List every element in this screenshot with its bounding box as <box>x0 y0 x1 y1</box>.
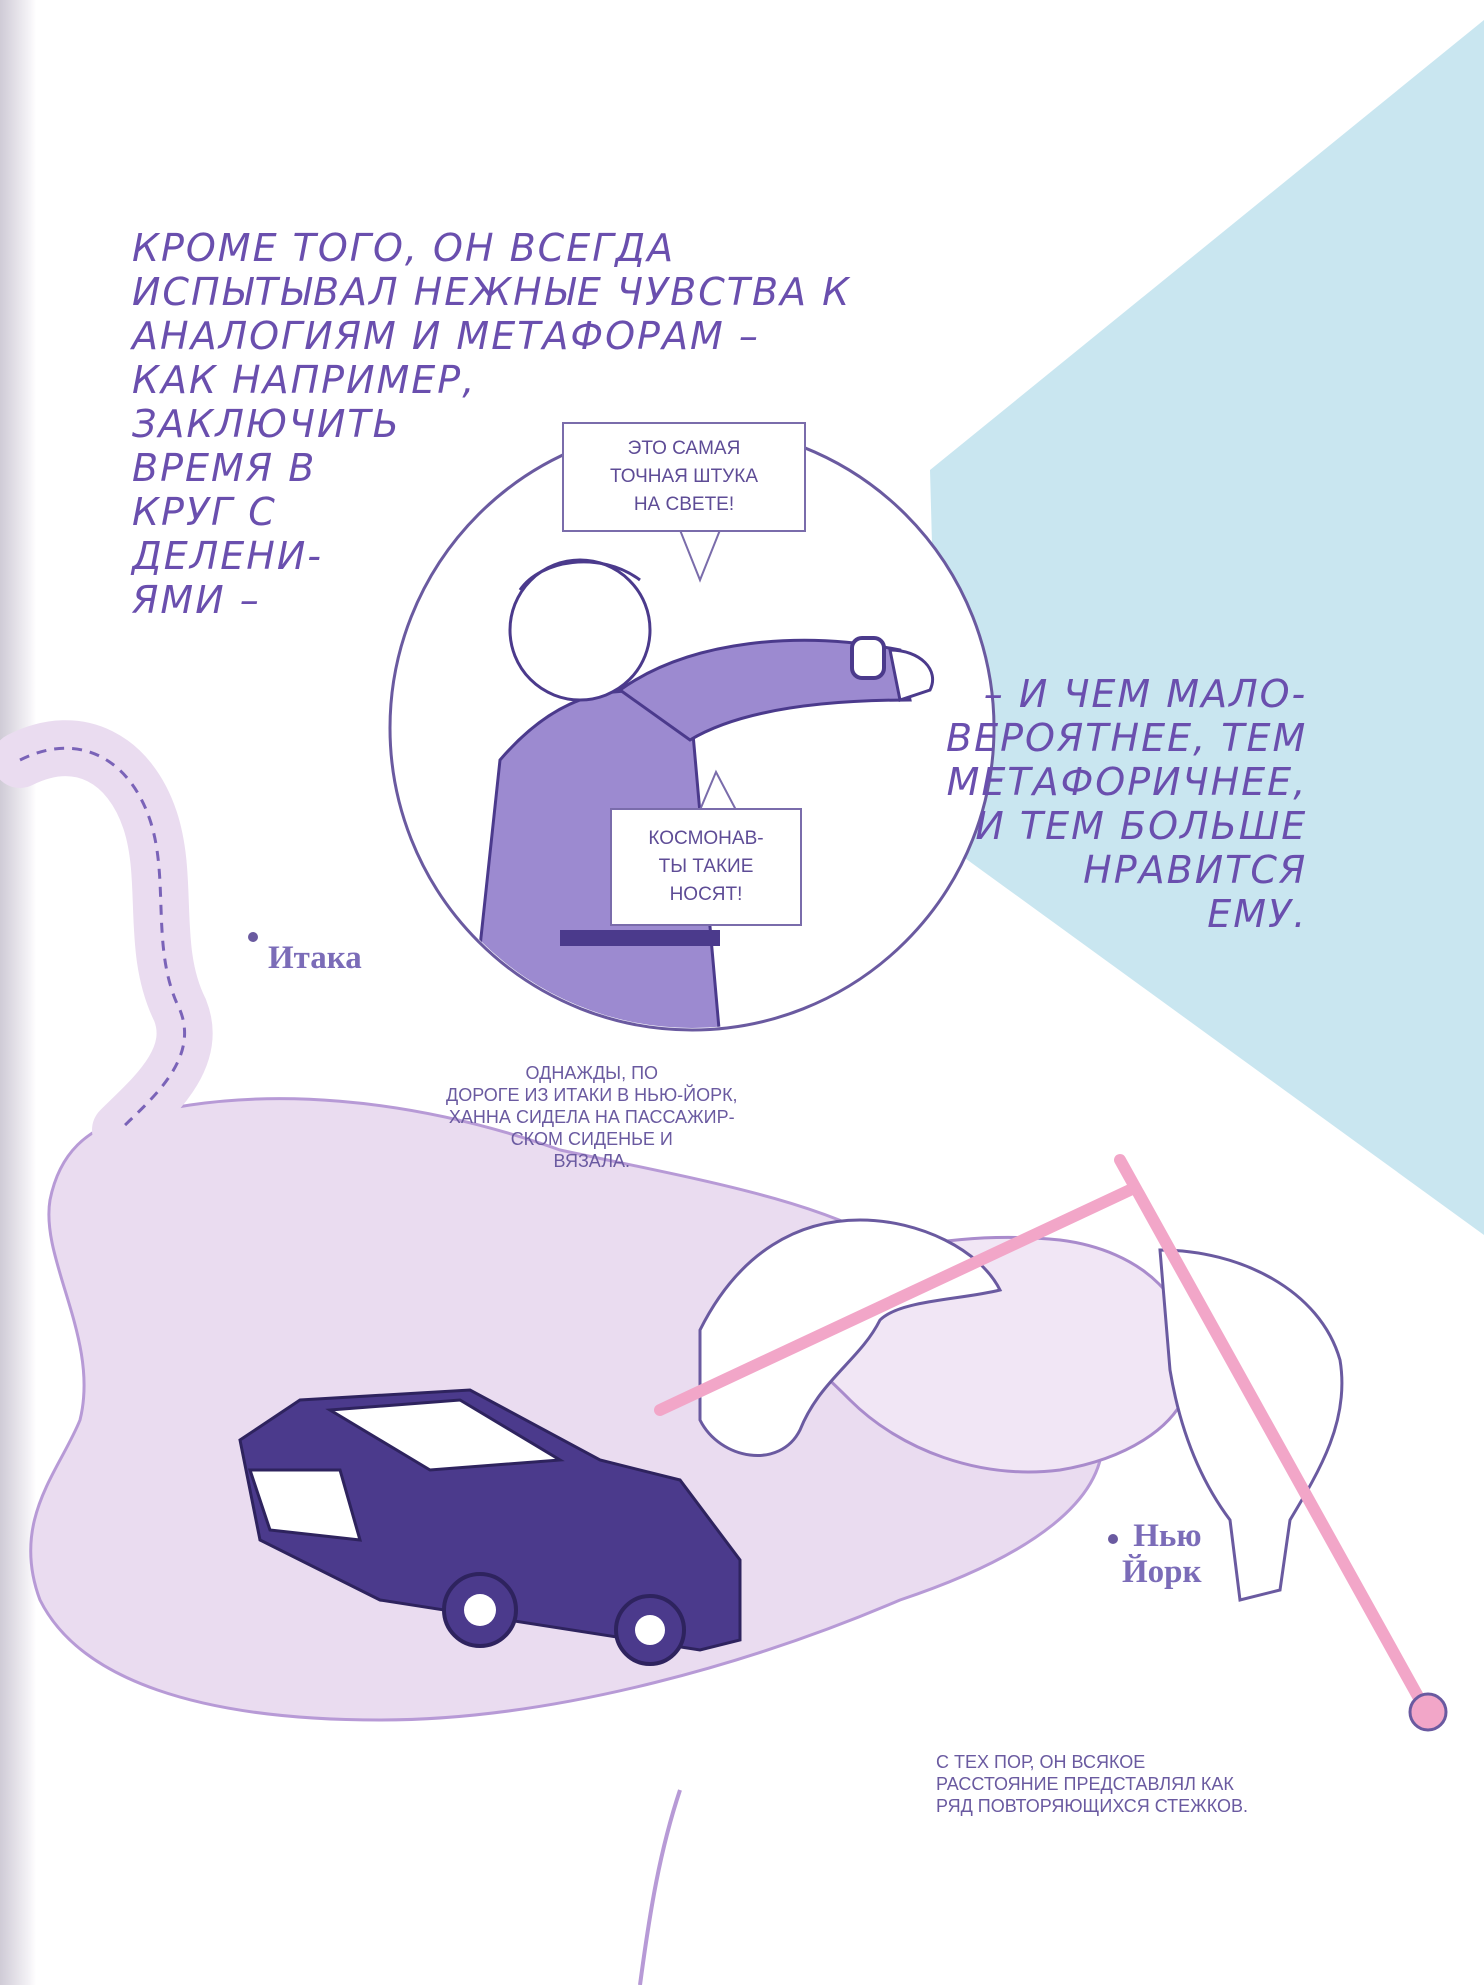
yarn-trail <box>0 720 213 1158</box>
caption-stitches: С ТЕХ ПОР, ОН ВСЯКОЕ РАССТОЯНИЕ ПРЕДСТАВ… <box>936 1752 1249 1816</box>
narration-right: – И ЧЕМ МАЛО- ВЕРОЯТНЕЕ, ТЕМ МЕТАФОРИЧНЕ… <box>946 672 1308 936</box>
yarn-end <box>638 1789 682 1985</box>
man-with-watch <box>468 558 934 1028</box>
car-illustration <box>238 1388 742 1666</box>
speech-bubble-cosmonauts: КОСМОНАВ- ТЫ ТАКИЕ НОСЯТ! <box>610 808 802 926</box>
caption-trip: ОДНАЖДЫ, ПО ДОРОГЕ ИЗ ИТАКИ В НЬЮ-ЙОРК, … <box>446 1063 738 1171</box>
newyork-marker-icon <box>1108 1534 1118 1544</box>
knitting-needle-left <box>654 1184 1136 1416</box>
place-label-ithaca: Итака <box>268 940 362 976</box>
knitting-needle-right <box>1114 1154 1426 1706</box>
needle-knob <box>1408 1692 1448 1732</box>
page-gutter-shadow <box>0 0 36 1985</box>
left-hand <box>698 1218 1003 1457</box>
speech-bubble-watch: ЭТО САМАЯ ТОЧНАЯ ШТУКА НА СВЕТЕ! <box>562 422 806 532</box>
place-label-newyork: Нью Йорк <box>1122 1518 1202 1590</box>
narration-top: КРОМЕ ТОГО, ОН ВСЕГДА ИСПЫТЫВАЛ НЕЖНЫЕ Ч… <box>132 226 852 622</box>
ithaca-marker-icon <box>248 932 258 942</box>
light-beam <box>930 20 1484 1235</box>
right-hand <box>1158 1248 1344 1602</box>
yarn-trail-outline <box>19 746 187 1132</box>
